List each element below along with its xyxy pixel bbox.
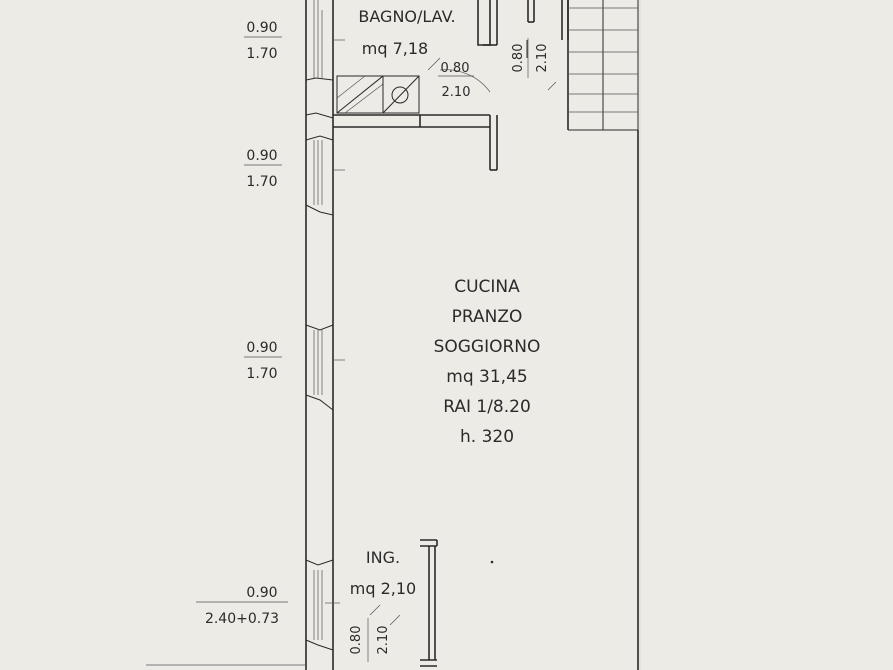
window-2-width: 0.90	[246, 148, 277, 164]
door-label-bagno: 0.80 2.10	[438, 61, 474, 100]
window-label-4: 0.90 2.40+0.73	[196, 585, 288, 627]
cucina-height: h. 320	[460, 427, 514, 447]
window-label-3: 0.90 1.70	[244, 340, 282, 382]
door-label-bagno-vertical: 0.80 2.10	[511, 38, 550, 78]
window-1	[313, 0, 345, 78]
window-3	[313, 330, 345, 395]
door-label-ingresso: 0.80 2.10	[349, 618, 391, 662]
door-ingresso-height: 2.10	[376, 626, 391, 655]
bagno-label: BAGNO/LAV. mq 7,18	[358, 7, 455, 58]
door-vertical-width: 0.80	[511, 44, 526, 73]
window-label-1: 0.90 1.70	[244, 20, 282, 62]
window-3-height: 1.70	[246, 366, 277, 382]
bagno-walls	[333, 0, 569, 171]
window-4	[313, 570, 340, 640]
ingresso-area: mq 2,10	[350, 579, 416, 598]
ceiling-point	[490, 560, 494, 564]
ingresso-label: ING. mq 2,10	[350, 548, 416, 598]
staircase	[567, 0, 639, 131]
window-2	[313, 140, 345, 205]
door-bagno-width: 0.80	[441, 61, 470, 76]
cucina-line-1: CUCINA	[454, 277, 520, 297]
door-vertical-height: 2.10	[535, 44, 550, 73]
cucina-rai: RAI 1/8.20	[443, 397, 531, 417]
cucina-line-2: PRANZO	[452, 307, 523, 327]
cucina-area: mq 31,45	[446, 367, 527, 387]
bagno-area: mq 7,18	[362, 39, 428, 58]
cucina-label: CUCINA PRANZO SOGGIORNO mq 31,45 RAI 1/8…	[434, 277, 541, 447]
ingresso-walls	[146, 539, 438, 667]
shower-tray	[336, 75, 384, 114]
washing-machine	[382, 75, 420, 114]
window-1-height: 1.70	[246, 46, 277, 62]
bagno-name: BAGNO/LAV.	[358, 7, 455, 26]
exterior-wall	[305, 0, 334, 670]
window-3-width: 0.90	[246, 340, 277, 356]
window-1-width: 0.90	[246, 20, 277, 36]
window-4-height: 2.40+0.73	[205, 611, 279, 627]
window-4-width: 0.90	[246, 585, 277, 601]
door-bagno-height: 2.10	[442, 85, 471, 100]
window-2-height: 1.70	[246, 174, 277, 190]
window-label-2: 0.90 1.70	[244, 148, 282, 190]
door-ingresso-width: 0.80	[349, 626, 364, 655]
cucina-line-3: SOGGIORNO	[434, 337, 541, 357]
bagno-door-swing	[427, 40, 557, 93]
ingresso-name: ING.	[366, 548, 400, 567]
